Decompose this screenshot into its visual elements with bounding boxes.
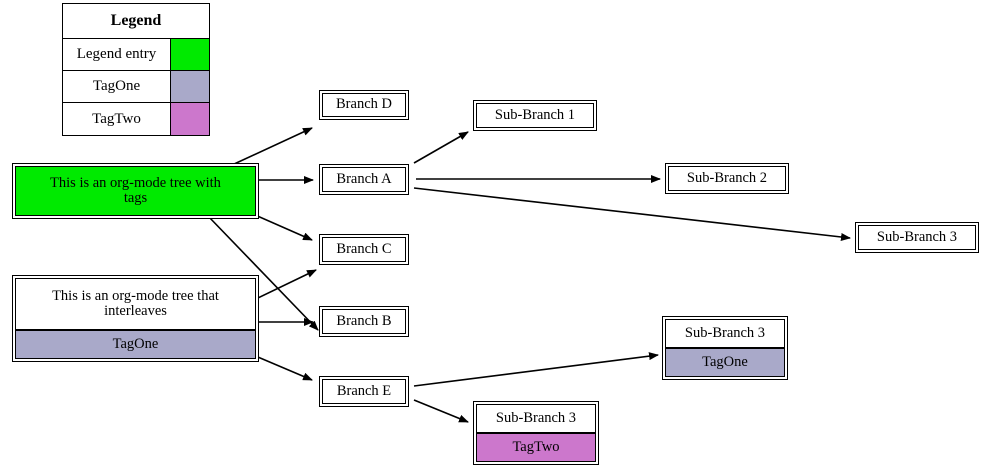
edge-branch-e-to-sub-branch-3-tagone — [413, 352, 659, 387]
edge-branch-a-to-sub-branch-1 — [413, 131, 469, 164]
node-label: Sub-Branch 3 — [477, 405, 595, 433]
node-branch-e[interactable]: Branch E — [319, 376, 409, 407]
node-label: Branch B — [336, 312, 392, 329]
legend-row-legend-entry: Legend entry — [63, 39, 209, 71]
edge-branch-a-to-sub-branch-3 — [413, 187, 851, 241]
node-tag-tagone: TagOne — [16, 330, 255, 358]
node-sub-branch-3-tagtwo[interactable]: Sub-Branch 3 TagTwo — [473, 401, 599, 465]
node-label: Branch E — [336, 382, 392, 399]
node-tag-tagtwo: TagTwo — [477, 433, 595, 461]
legend-table: Legend Legend entry TagOne TagTwo — [62, 3, 210, 136]
node-branch-d[interactable]: Branch D — [319, 90, 409, 120]
legend-swatch-legend-entry — [171, 39, 209, 70]
legend-swatch-tagtwo — [171, 103, 209, 135]
edge-root-tags-to-branch-c — [252, 213, 313, 241]
node-sub-branch-2[interactable]: Sub-Branch 2 — [665, 163, 789, 194]
legend-row-tagtwo: TagTwo — [63, 103, 209, 135]
node-label: Sub-Branch 1 — [494, 106, 576, 123]
node-label: Branch A — [336, 170, 392, 187]
node-label: This is an org-mode tree with tags — [50, 174, 221, 206]
edge-branch-e-to-sub-branch-3-tagtwo — [413, 399, 469, 423]
node-branch-b[interactable]: Branch B — [319, 306, 409, 337]
node-branch-a[interactable]: Branch A — [319, 164, 409, 195]
node-tag-tagone: TagOne — [666, 348, 784, 376]
node-label: Branch C — [336, 240, 392, 257]
node-branch-c[interactable]: Branch C — [319, 234, 409, 265]
legend-row-label: TagOne — [63, 71, 171, 102]
legend-row-tagone: TagOne — [63, 71, 209, 103]
node-sub-branch-3-tagone[interactable]: Sub-Branch 3 TagOne — [662, 316, 788, 380]
legend-title-row: Legend — [63, 4, 209, 39]
node-label: Sub-Branch 3 — [876, 228, 958, 245]
node-root-org-mode-tree-that-interleaves[interactable]: This is an org-mode tree that interleave… — [12, 275, 259, 362]
node-sub-branch-3[interactable]: Sub-Branch 3 — [855, 222, 979, 253]
edge-root-tags-to-branch-b — [207, 215, 319, 331]
node-label: Sub-Branch 3 — [666, 320, 784, 348]
edge-root-tags-to-branch-d — [231, 127, 313, 166]
node-sub-branch-1[interactable]: Sub-Branch 1 — [473, 100, 597, 131]
node-root-org-mode-tree-with-tags[interactable]: This is an org-mode tree with tags — [12, 163, 259, 219]
legend-title: Legend — [110, 12, 162, 29]
legend-swatch-tagone — [171, 71, 209, 102]
legend-row-label: TagTwo — [63, 103, 171, 135]
node-label: Sub-Branch 2 — [686, 169, 768, 186]
edge-root-interleaves-to-branch-e — [252, 354, 313, 381]
legend-row-label: Legend entry — [63, 39, 171, 70]
node-label: This is an org-mode tree that interleave… — [16, 279, 255, 330]
node-label: Branch D — [336, 96, 392, 113]
